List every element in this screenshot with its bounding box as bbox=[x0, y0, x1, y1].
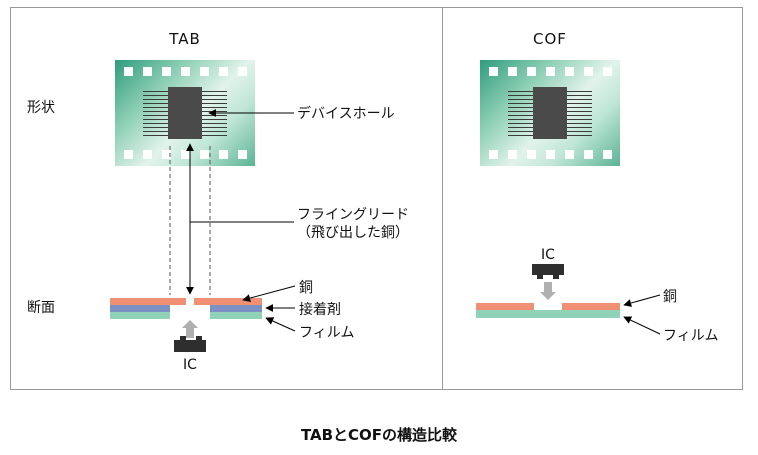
cof-film-label: フィルム bbox=[663, 328, 719, 344]
flying-lead-label: フライングリード （飛び出した銅） bbox=[297, 206, 409, 242]
tab-filmstrip bbox=[115, 60, 255, 166]
flying-lead-label-line2: （飛び出した銅） bbox=[297, 225, 409, 241]
cof-copper-label: 銅 bbox=[663, 289, 677, 305]
device-hole-label: デバイスホール bbox=[297, 106, 395, 122]
tab-panel-title: TAB bbox=[169, 30, 201, 48]
tab-ic-nub bbox=[180, 336, 186, 340]
diagram-caption: TABとCOFの構造比較 bbox=[300, 426, 458, 444]
row-label-cross-section: 断面 bbox=[27, 300, 55, 316]
cof-ic-package bbox=[532, 264, 564, 275]
cof-ic-label: IC bbox=[541, 247, 555, 263]
tab-film-label: フィルム bbox=[299, 325, 355, 341]
tab-adhesive-layer-right bbox=[210, 305, 262, 312]
tab-adhesive-label: 接着剤 bbox=[299, 302, 341, 318]
sprocket-holes-top bbox=[124, 67, 247, 76]
tab-copper-layer-left bbox=[110, 298, 186, 305]
sprocket-holes-top bbox=[489, 67, 612, 76]
ic-chip bbox=[533, 87, 567, 139]
cof-ic-nub bbox=[553, 275, 559, 279]
cof-filmstrip bbox=[480, 60, 620, 166]
flying-lead-label-line1: フライングリード bbox=[297, 207, 409, 223]
tab-adhesive-layer-left bbox=[110, 305, 170, 312]
tab-ic-package bbox=[174, 340, 206, 352]
ic-chip bbox=[168, 87, 202, 139]
tab-copper-layer-right bbox=[194, 298, 262, 305]
cof-copper-layer-left bbox=[476, 303, 534, 310]
tab-ic-nub bbox=[196, 336, 202, 340]
sprocket-holes-bottom bbox=[489, 150, 612, 159]
cof-panel-title: COF bbox=[533, 30, 567, 48]
cof-film-layer bbox=[476, 310, 620, 318]
cof-ic-nub bbox=[537, 275, 543, 279]
cof-copper-layer-right bbox=[562, 303, 620, 310]
row-label-shape: 形状 bbox=[27, 100, 55, 116]
tab-film-layer-left bbox=[110, 312, 170, 319]
sprocket-holes-bottom bbox=[124, 150, 247, 159]
tab-copper-label: 銅 bbox=[299, 280, 313, 296]
tab-film-layer-right bbox=[210, 312, 262, 319]
tab-ic-label: IC bbox=[183, 357, 197, 373]
panel-divider bbox=[442, 7, 443, 390]
